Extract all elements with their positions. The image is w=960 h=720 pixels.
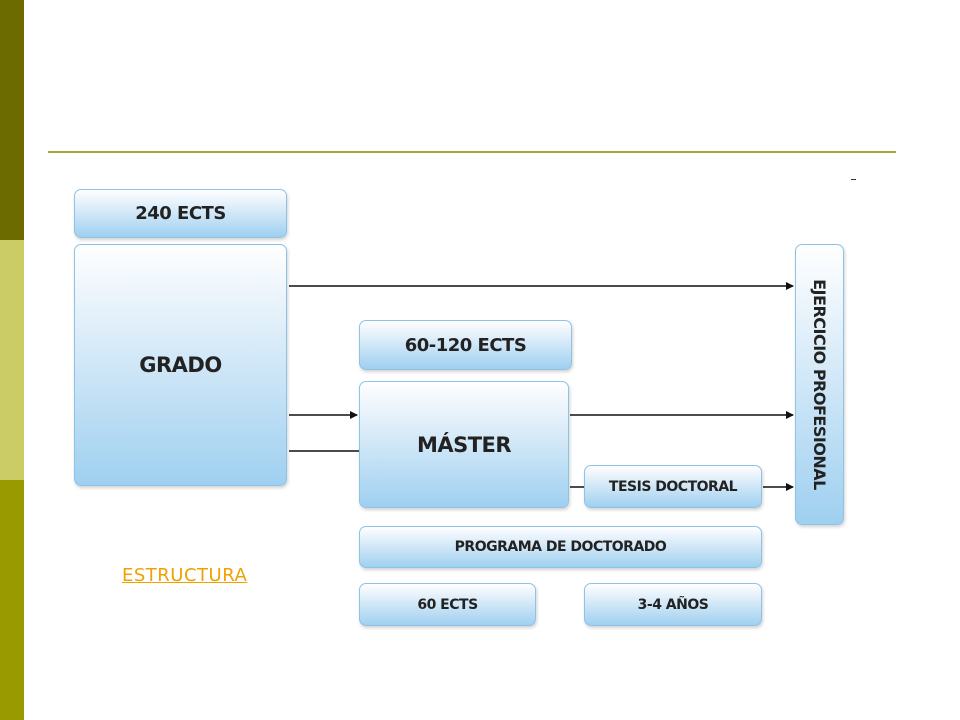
box-master: MÁSTER: [359, 381, 569, 508]
box-ejercicio-profesional: EJERCICIO PROFESIONAL: [795, 244, 844, 525]
box-grado: GRADO: [74, 244, 287, 486]
left-band-middle: [0, 240, 24, 480]
box-programa-de-doctorado: PROGRAMA DE DOCTORADO: [359, 526, 762, 568]
estructura-link[interactable]: ESTRUCTURA: [122, 565, 248, 586]
box-60-120-ects: 60-120 ECTS: [359, 320, 572, 370]
box-tesis-doctoral: TESIS DOCTORAL: [584, 465, 762, 508]
left-band-top: [0, 0, 24, 240]
box-3-4-anos: 3-4 AÑOS: [584, 583, 762, 626]
left-band-bottom: [0, 480, 24, 720]
small-dash-mark: [851, 179, 856, 180]
title-divider: [48, 151, 896, 153]
box-240-ects: 240 ECTS: [74, 189, 287, 238]
box-60-ects: 60 ECTS: [359, 583, 536, 626]
